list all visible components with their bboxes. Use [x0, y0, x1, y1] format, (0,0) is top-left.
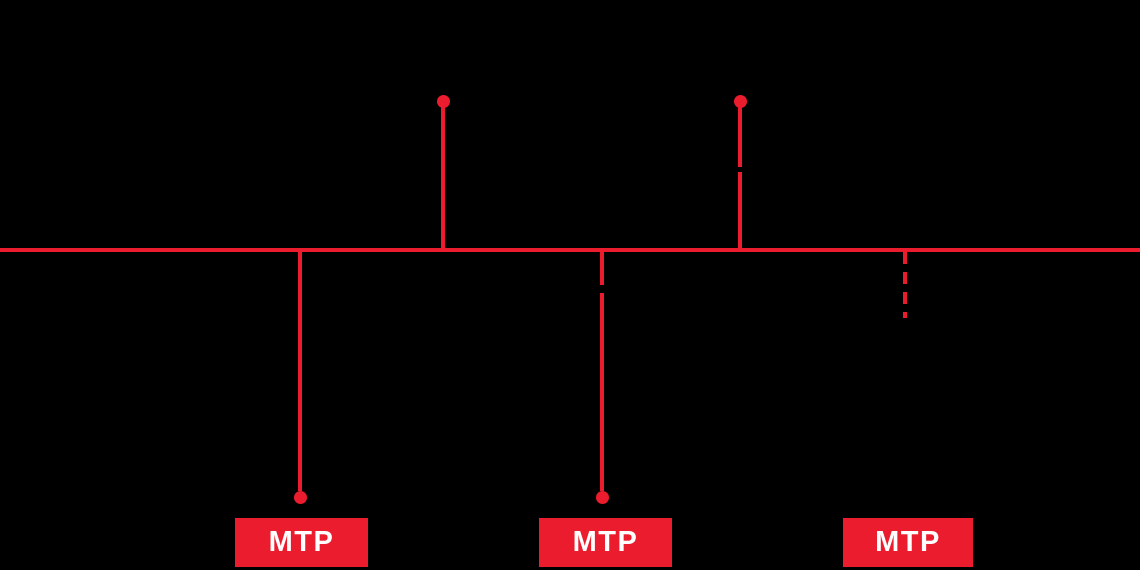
tap-stem-up-segment: [738, 172, 742, 248]
drop-stem-down-segment: [600, 293, 604, 491]
tap-stem-up-segment: [738, 104, 742, 167]
drop-endpoint-dot: [596, 491, 609, 504]
bus-line: [0, 248, 1140, 252]
tap-stem-up: [441, 104, 445, 248]
mtp-node: MTP: [235, 518, 368, 567]
tap-endpoint-dot: [734, 95, 747, 108]
drop-stem-down: [298, 252, 302, 491]
mtp-label: MTP: [875, 526, 941, 558]
drop-stem-dashed: [903, 252, 907, 318]
drop-stem-down-segment: [600, 252, 604, 285]
mtp-node: MTP: [539, 518, 672, 567]
tap-endpoint-dot: [437, 95, 450, 108]
mtp-node: MTP: [843, 518, 973, 567]
mtp-label: MTP: [268, 526, 335, 558]
mtp-label: MTP: [572, 526, 639, 558]
drop-endpoint-dot: [294, 491, 307, 504]
